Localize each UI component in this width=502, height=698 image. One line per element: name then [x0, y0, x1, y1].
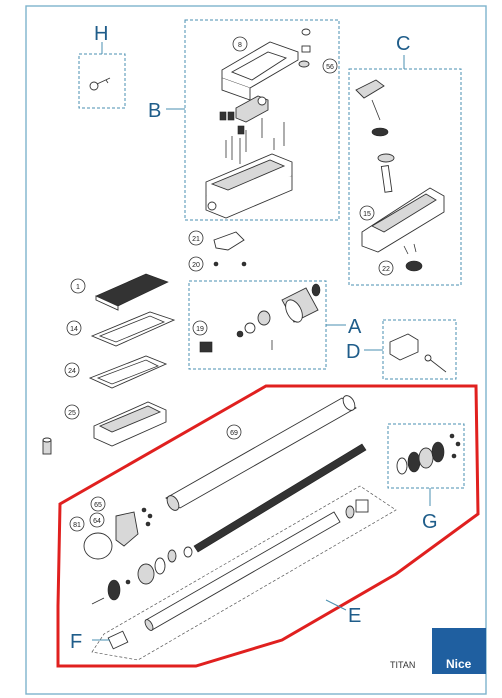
- group-g: G: [387, 423, 465, 533]
- group-f: F: [70, 630, 129, 653]
- svg-text:14: 14: [70, 326, 78, 333]
- svg-text:21: 21: [192, 236, 200, 243]
- group-c: C 15 22: [348, 33, 462, 286]
- page-frame: [25, 5, 487, 695]
- motor: [281, 283, 321, 323]
- small-cylinder: [42, 437, 52, 455]
- group-h: H: [78, 23, 126, 109]
- base-housing: [205, 153, 293, 219]
- part-callout-8: [232, 36, 248, 52]
- pin-holder: [219, 95, 269, 135]
- group-label-f: F: [70, 631, 82, 653]
- group-label-d: D: [346, 341, 360, 363]
- outer-tube-69: 69: [165, 395, 357, 511]
- gearbox-housing: [361, 187, 445, 253]
- group-label-e: E: [348, 605, 361, 627]
- svg-text:1: 1: [76, 284, 80, 291]
- svg-text:24: 24: [68, 368, 76, 375]
- svg-text:25: 25: [68, 410, 76, 417]
- model-name: TITAN: [390, 660, 415, 670]
- group-label-g: G: [422, 511, 438, 533]
- cover-1: 1: [70, 273, 169, 311]
- clamp-bracket: [221, 41, 299, 101]
- gasket-14: 14: [66, 311, 176, 347]
- part-callout-15: [359, 205, 375, 221]
- group-a: A 19: [188, 280, 362, 370]
- svg-text:8: 8: [238, 42, 242, 49]
- group-label-b: B: [148, 100, 161, 122]
- group-label-h: H: [94, 23, 108, 45]
- svg-text:22: 22: [382, 266, 390, 273]
- svg-text:56: 56: [326, 64, 334, 71]
- key-icon: [89, 77, 111, 91]
- gasket-24: 24: [64, 355, 168, 389]
- svg-text:65: 65: [94, 502, 102, 509]
- part-callout-22: [378, 260, 394, 276]
- parts-65-64-81: 65 64 81: [69, 496, 153, 560]
- brand-name: Nice: [446, 657, 472, 671]
- group-d: D: [346, 319, 457, 380]
- svg-text:20: 20: [192, 262, 200, 269]
- svg-text:69: 69: [230, 430, 238, 437]
- washers: [91, 499, 369, 605]
- lead-screw: [193, 443, 367, 553]
- svg-text:19: 19: [196, 326, 204, 333]
- part-callout-56: [322, 58, 338, 74]
- inner-tube: [144, 511, 341, 631]
- group-label-c: C: [396, 33, 410, 55]
- brand-logo: Nice: [432, 628, 486, 674]
- housing-25: 25: [64, 401, 167, 447]
- group-b: B 8 56: [148, 19, 340, 221]
- bracket-21: 21: [188, 230, 245, 251]
- screw-20: 20: [188, 256, 247, 272]
- part-callout-19: [192, 320, 208, 336]
- svg-text:15: 15: [363, 211, 371, 218]
- svg-text:81: 81: [73, 522, 81, 529]
- group-e-box: [91, 485, 397, 661]
- screws: [225, 118, 285, 164]
- highlight-outline: [56, 384, 480, 668]
- svg-text:64: 64: [93, 518, 101, 525]
- group-label-a: A: [348, 316, 362, 338]
